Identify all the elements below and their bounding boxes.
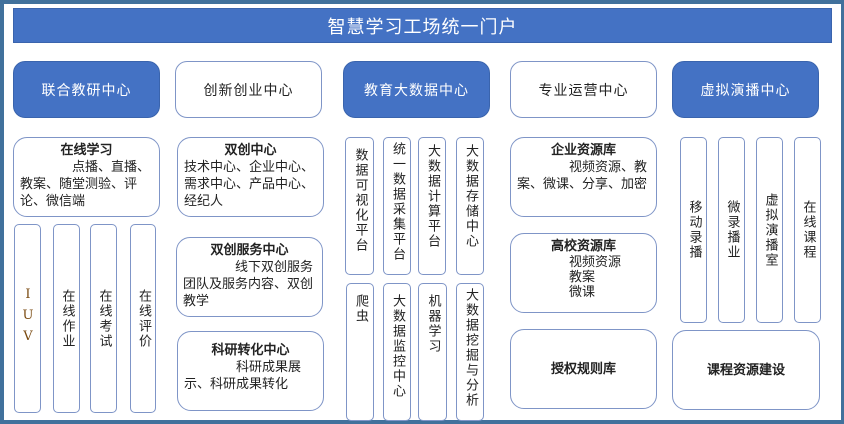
module-label: IUV <box>20 287 36 350</box>
innovation-service-card[interactable]: 双创服务中心 线下双创服务团队及服务内容、双创教学 <box>176 237 323 317</box>
big-data-storage-center[interactable]: 大数据存储中心 <box>456 137 484 275</box>
online-evaluation-module[interactable]: 在线评价 <box>130 224 156 413</box>
card-body: 点播、直播、教案、随堂测验、评论、微信端 <box>20 160 151 209</box>
course-resource-building-card[interactable]: 课程资源建设 <box>672 330 820 410</box>
card-body: 技术中心、企业中心、需求中心、产品中心、经纪人 <box>184 160 315 209</box>
module-label: 爬虫 <box>353 294 368 324</box>
card-title: 在线学习 <box>60 143 113 158</box>
data-collection-platform[interactable]: 统一数据采集平台 <box>383 137 411 275</box>
module-label: 虚拟演播室 <box>762 192 778 268</box>
card-title: 双创中心 <box>224 143 277 158</box>
card-title: 高校资源库 <box>550 239 616 254</box>
module-label: 数据可视化平台 <box>352 148 368 253</box>
card-title: 授权规则库 <box>550 361 616 377</box>
module-label: 大数据存储中心 <box>463 144 478 249</box>
card-title: 课程资源建设 <box>706 362 785 378</box>
big-data-mining-module[interactable]: 大数据挖掘与分析 <box>456 283 484 421</box>
authorization-rules-library[interactable]: 授权规则库 <box>510 329 657 409</box>
iuv-module[interactable]: IUV <box>14 224 41 413</box>
resource-item: 微课 <box>569 285 596 300</box>
machine-learning-module[interactable]: 机器学习 <box>418 283 447 421</box>
innovation-center-card[interactable]: 双创中心 技术中心、企业中心、需求中心、产品中心、经纪人 <box>177 137 324 217</box>
module-label: 机器学习 <box>425 294 441 354</box>
mobile-recording-module[interactable]: 移动录播 <box>680 137 707 323</box>
header-joint-teaching-center[interactable]: 联合教研中心 <box>13 61 160 118</box>
header-operations-center[interactable]: 专业运营中心 <box>510 61 657 118</box>
module-label: 在线考试 <box>96 288 112 349</box>
module-label: 移动录播 <box>686 200 702 260</box>
research-transfer-card[interactable]: 科研转化中心 科研成果展示、科研成果转化 <box>177 331 324 411</box>
module-label: 统一数据采集平台 <box>390 142 405 262</box>
virtual-studio-module[interactable]: 虚拟演播室 <box>756 137 783 323</box>
module-label: 微录播业 <box>724 200 740 260</box>
page-title: 智慧学习工场统一门户 <box>13 8 832 43</box>
micro-recording-module[interactable]: 微录播业 <box>718 137 745 323</box>
module-label: 在线课程 <box>800 200 816 260</box>
card-title: 双创服务中心 <box>210 243 289 258</box>
online-exam-module[interactable]: 在线考试 <box>90 224 117 413</box>
module-label: 大数据挖掘与分析 <box>463 288 478 408</box>
card-body: 视频资源、教案、微课、分享、加密 <box>517 160 648 192</box>
card-body: 科研成果展示、科研成果转化 <box>184 360 302 392</box>
module-label: 在线评价 <box>136 288 151 349</box>
module-label: 大数据监控中心 <box>390 294 405 399</box>
crawler-module[interactable]: 爬虫 <box>346 283 374 421</box>
big-data-monitor-center[interactable]: 大数据监控中心 <box>383 283 411 421</box>
module-label: 大数据计算平台 <box>425 144 440 249</box>
university-resource-library[interactable]: 高校资源库 视频资源 教案 微课 <box>510 233 657 313</box>
online-homework-module[interactable]: 在线作业 <box>53 224 80 413</box>
header-big-data-center[interactable]: 教育大数据中心 <box>343 61 490 118</box>
header-virtual-studio-center[interactable]: 虚拟演播中心 <box>672 61 819 118</box>
card-body: 线下双创服务团队及服务内容、双创教学 <box>183 260 314 309</box>
online-learning-card[interactable]: 在线学习 点播、直播、教案、随堂测验、评论、微信端 <box>13 137 160 217</box>
big-data-compute-platform[interactable]: 大数据计算平台 <box>418 137 446 275</box>
resource-item: 教案 <box>569 270 596 285</box>
online-course-module[interactable]: 在线课程 <box>794 137 821 323</box>
resource-item: 视频资源 <box>569 255 622 270</box>
data-visualization-platform[interactable]: 数据可视化平台 <box>345 137 374 275</box>
module-label: 在线作业 <box>59 288 75 349</box>
header-innovation-center[interactable]: 创新创业中心 <box>175 61 322 118</box>
enterprise-resource-library[interactable]: 企业资源库 视频资源、教案、微课、分享、加密 <box>510 137 657 217</box>
card-title: 科研转化中心 <box>211 343 290 358</box>
card-title: 企业资源库 <box>550 143 616 158</box>
